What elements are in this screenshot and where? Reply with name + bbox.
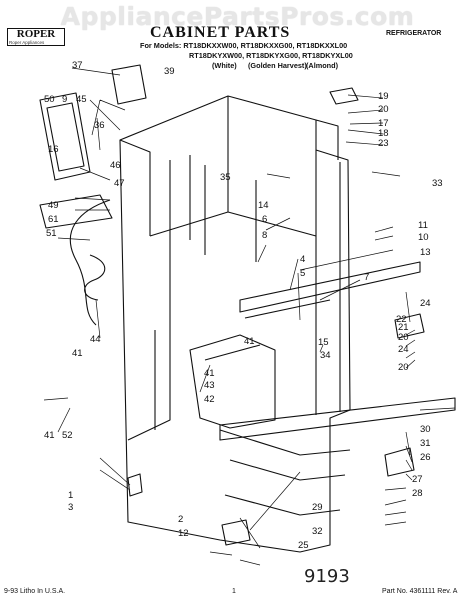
callout-1: 1 <box>68 490 73 501</box>
callout-41: 41 <box>72 348 83 359</box>
callout-41: 41 <box>44 430 55 441</box>
bottom-hinge-assembly <box>384 313 425 477</box>
divider-rail <box>239 261 421 319</box>
footer-litho: 9-93 Litho In U.S.A. <box>4 588 66 595</box>
models-line-2: RT18DKYXW00, RT18DKYXG00, RT18DKYXL00 <box>189 51 353 60</box>
models-list-1: RT18DKXXW00, RT18DKXXG00, RT18DKXXL00 <box>183 41 348 50</box>
control-bracket <box>111 64 147 105</box>
callout-34: 34 <box>320 350 331 361</box>
callout-27: 27 <box>412 474 423 485</box>
footer-part-number: Part No. 4361111 Rev. A <box>382 588 458 595</box>
power-cord <box>69 199 111 326</box>
callout-16: 16 <box>48 144 59 155</box>
vertical-strut <box>154 155 206 430</box>
callout-5: 5 <box>300 268 305 279</box>
cabinet-front-flange <box>315 150 341 415</box>
callout-labels: 1234567891011121314151617181920202021222… <box>44 60 443 551</box>
brand-logo: ROPER <box>7 28 65 46</box>
lower-crossbar <box>219 397 456 441</box>
callout-39: 39 <box>164 66 175 77</box>
department-label: REFRIGERATOR <box>386 30 442 37</box>
callout-37: 37 <box>72 60 83 71</box>
callout-49: 49 <box>48 200 59 211</box>
callout-36: 36 <box>94 120 105 131</box>
callout-20: 20 <box>378 104 389 115</box>
callout-6: 6 <box>262 214 267 225</box>
callout-20: 20 <box>398 332 409 343</box>
callout-41: 41 <box>244 336 255 347</box>
callout-31: 31 <box>420 438 431 449</box>
handwritten-note: 9193 <box>304 566 350 587</box>
callout-28: 28 <box>412 488 423 499</box>
color-golden-harvest: (Golden Harvest) <box>248 61 307 70</box>
callout-23: 23 <box>378 138 389 149</box>
callout-3: 3 <box>68 502 73 513</box>
leveling-leg-left <box>127 473 143 497</box>
callout-8: 8 <box>262 230 267 241</box>
callout-50: 50 <box>44 94 55 105</box>
callout-51: 51 <box>46 228 57 239</box>
page-title: CABINET PARTS <box>150 24 291 41</box>
brand-tagline: Roper Appliances <box>9 40 45 45</box>
roller-bracket <box>221 519 251 546</box>
callout-45: 45 <box>76 94 87 105</box>
callout-41: 41 <box>204 368 215 379</box>
callout-2: 2 <box>178 514 183 525</box>
footer-page-number: 1 <box>232 588 236 595</box>
callout-12: 12 <box>178 528 189 539</box>
top-hinge-cap <box>329 87 359 105</box>
callout-17: 17 <box>378 118 389 129</box>
callout-18: 18 <box>378 128 389 139</box>
cabinet-top-edge <box>119 96 229 236</box>
callout-32: 32 <box>312 526 323 537</box>
color-white: (White) <box>212 61 237 70</box>
models-line-1: For Models: RT18DKXXW00, RT18DKXXG00, RT… <box>140 41 347 50</box>
callout-26: 26 <box>420 452 431 463</box>
callout-19: 19 <box>378 91 389 102</box>
callout-7: 7 <box>364 272 369 283</box>
cabinet-shell-outline <box>119 95 351 553</box>
callout-24: 24 <box>420 298 431 309</box>
callout-10: 10 <box>418 232 429 243</box>
callout-47: 47 <box>114 178 125 189</box>
callout-22: 22 <box>396 314 407 325</box>
callout-11: 11 <box>418 220 428 231</box>
callout-30: 30 <box>420 424 431 435</box>
callout-61: 61 <box>48 214 59 225</box>
models-prefix: For Models: <box>140 41 182 50</box>
callout-24: 24 <box>398 344 409 355</box>
callout-20: 20 <box>398 362 409 373</box>
floor-pan <box>219 429 351 516</box>
callout-42: 42 <box>204 394 215 405</box>
callout-29: 29 <box>312 502 323 513</box>
callout-14: 14 <box>258 200 269 211</box>
callout-46: 46 <box>110 160 121 171</box>
callout-13: 13 <box>420 247 431 258</box>
cabinet-inner-liner <box>127 160 317 441</box>
control-panel-frame <box>39 92 91 181</box>
callout-25: 25 <box>298 540 309 551</box>
callout-21: 21 <box>398 322 409 333</box>
callout-15: 15 <box>318 337 329 348</box>
color-almond: (Almond) <box>306 61 339 70</box>
leader-lines <box>43 67 456 566</box>
rear-panel-hinge <box>255 119 339 262</box>
compressor-bay <box>189 334 276 429</box>
watermark: AppliancePartsPros.com <box>60 2 415 31</box>
callout-44: 44 <box>90 334 101 345</box>
callout-9: 9 <box>62 94 67 105</box>
callout-43: 43 <box>204 380 215 391</box>
callout-4: 4 <box>300 254 305 265</box>
callout-52: 52 <box>62 430 73 441</box>
callout-35: 35 <box>220 172 231 183</box>
callout-33: 33 <box>432 178 443 189</box>
